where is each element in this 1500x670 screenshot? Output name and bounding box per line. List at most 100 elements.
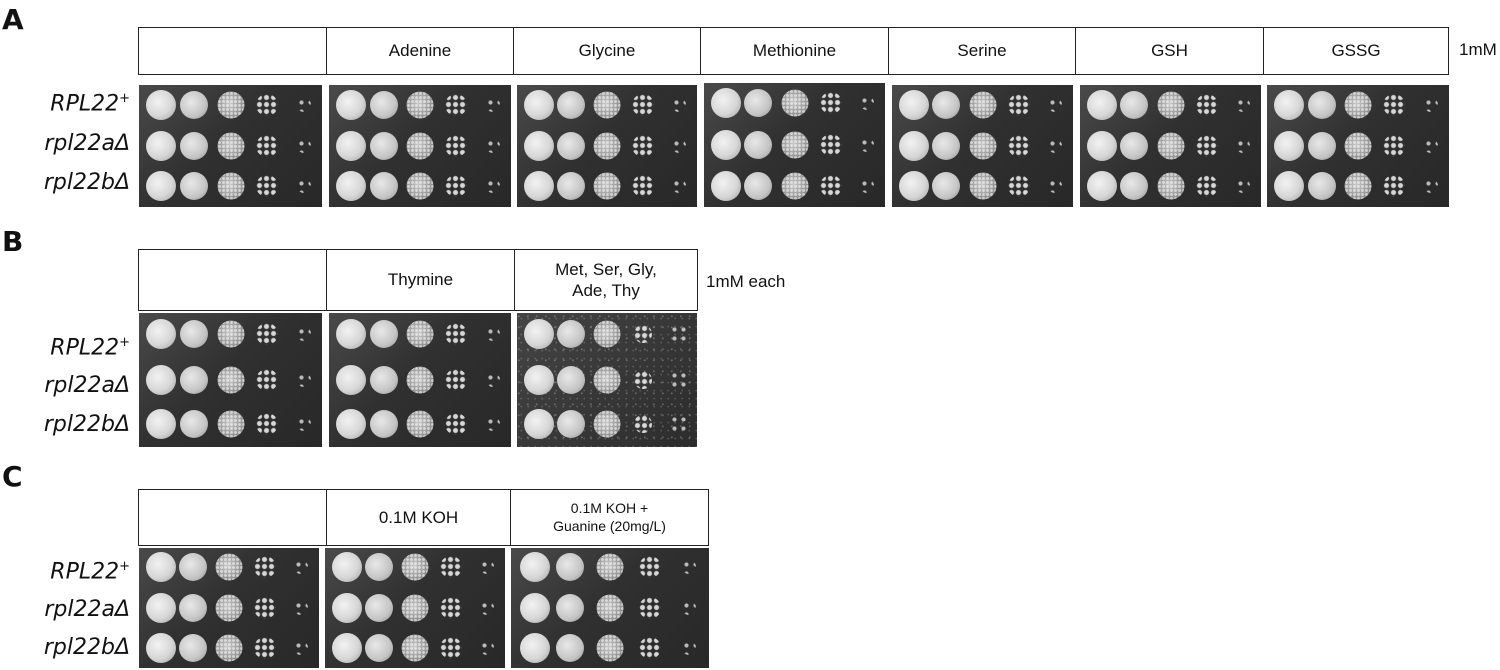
panel-a-header-cell-adenine: Adenine xyxy=(326,28,513,74)
colony-spot xyxy=(596,634,624,662)
colony-spot xyxy=(1120,172,1149,201)
plate-b-mix xyxy=(517,313,697,447)
colony-spot xyxy=(179,172,208,201)
colony-spot xyxy=(632,93,654,116)
colony-spot xyxy=(557,366,585,394)
colony-spot xyxy=(632,175,654,198)
colony-spot xyxy=(557,320,585,349)
colony-spot xyxy=(1157,172,1184,200)
colony-spot xyxy=(523,131,554,161)
colony-spot xyxy=(1047,139,1062,153)
colony-spot xyxy=(296,179,311,194)
colony-spot xyxy=(480,640,494,655)
panel-b-header-cell-mix: Met, Ser, Gly, Ade, Thy xyxy=(514,250,697,310)
colony-spot xyxy=(593,91,621,119)
colony-spot xyxy=(215,553,243,581)
plate-a-gsh xyxy=(1080,85,1261,207)
colony-spot xyxy=(556,594,585,622)
plate-c-koh xyxy=(325,548,505,668)
colony-spot xyxy=(1344,132,1372,160)
colony-spot xyxy=(365,594,393,622)
panel-a-strain-label-rpl22b: rpl22bΔ xyxy=(43,170,130,195)
colony-spot xyxy=(254,597,276,619)
colony-spot xyxy=(1423,139,1438,153)
colony-spot xyxy=(179,320,208,349)
colony-spot xyxy=(781,131,808,159)
colony-spot xyxy=(932,172,961,201)
colony-spot xyxy=(1120,132,1149,160)
colony-spot xyxy=(445,369,468,391)
colony-spot xyxy=(634,415,652,434)
colony-spot xyxy=(369,366,398,394)
colony-spot xyxy=(1423,97,1438,112)
panel-b-concentration: 1mM each xyxy=(706,272,786,291)
panel-b-strain-label-rpl22a: rpl22aΔ xyxy=(44,373,130,398)
colony-spot xyxy=(682,640,697,655)
colony-spot xyxy=(557,90,585,119)
panel-c-strain-label-wt: RPL22+ xyxy=(50,559,130,585)
colony-spot xyxy=(294,560,308,575)
plate-a-glycine xyxy=(517,85,697,207)
panel-b-strain-label-rpl22b: rpl22bΔ xyxy=(43,412,130,437)
colony-spot xyxy=(217,320,244,348)
colony-spot xyxy=(1157,132,1184,160)
colony-spot xyxy=(1007,135,1030,157)
colony-spot xyxy=(593,320,621,348)
colony-spot xyxy=(296,327,311,342)
colony-spot xyxy=(859,95,874,110)
panel-a-strain-label-rpl22a: rpl22aΔ xyxy=(44,131,130,156)
colony-spot xyxy=(638,556,661,579)
colony-spot xyxy=(932,132,961,160)
colony-spot xyxy=(859,178,874,193)
panel-a-concentration: 1mM xyxy=(1459,40,1497,59)
panel-b-header-cell-thymine: Thymine xyxy=(326,250,514,310)
colony-spot xyxy=(859,138,874,152)
plate-a-serine xyxy=(892,85,1073,207)
colony-spot xyxy=(145,552,176,583)
panel-a-header-cell-methionine: Methionine xyxy=(700,28,888,74)
colony-spot xyxy=(406,132,434,160)
colony-spot xyxy=(485,327,500,342)
panel-b-header-cell-control xyxy=(139,250,326,310)
colony-spot xyxy=(1007,93,1030,116)
colony-spot xyxy=(672,97,686,112)
colony-spot xyxy=(445,135,468,157)
colony-spot xyxy=(819,174,842,197)
colony-spot xyxy=(179,132,208,160)
colony-spot xyxy=(1047,179,1062,194)
colony-spot xyxy=(523,365,554,395)
colony-spot xyxy=(744,171,773,200)
colony-spot xyxy=(296,417,311,432)
colony-spot xyxy=(632,135,654,157)
colony-spot xyxy=(1235,97,1250,112)
colony-spot xyxy=(1086,89,1117,120)
colony-spot xyxy=(523,319,554,350)
colony-spot xyxy=(898,89,929,120)
colony-spot xyxy=(369,172,398,201)
colony-spot xyxy=(480,601,494,615)
colony-spot xyxy=(179,633,207,662)
colony-spot xyxy=(480,560,494,575)
panel-c-header: 0.1M KOH 0.1M KOH + Guanine (20mg/L) xyxy=(138,489,709,546)
colony-spot xyxy=(638,597,661,619)
panel-c-header-cell-koh: 0.1M KOH xyxy=(326,490,510,545)
colony-spot xyxy=(1383,175,1406,198)
colony-spot xyxy=(296,373,311,387)
colony-spot xyxy=(1423,179,1438,194)
colony-spot xyxy=(369,132,398,160)
colony-spot xyxy=(294,640,308,655)
colony-spot xyxy=(215,634,243,662)
colony-spot xyxy=(335,171,366,202)
colony-spot xyxy=(179,594,207,622)
colony-spot xyxy=(898,171,929,202)
colony-spot xyxy=(369,90,398,119)
colony-spot xyxy=(781,89,808,117)
colony-spot xyxy=(932,90,961,119)
colony-spot xyxy=(406,172,434,200)
plate-c-control xyxy=(139,548,319,668)
colony-spot xyxy=(1086,171,1117,202)
colony-spot xyxy=(596,594,624,622)
colony-spot xyxy=(485,373,500,387)
colony-spot xyxy=(145,89,176,120)
colony-spot xyxy=(710,87,741,118)
